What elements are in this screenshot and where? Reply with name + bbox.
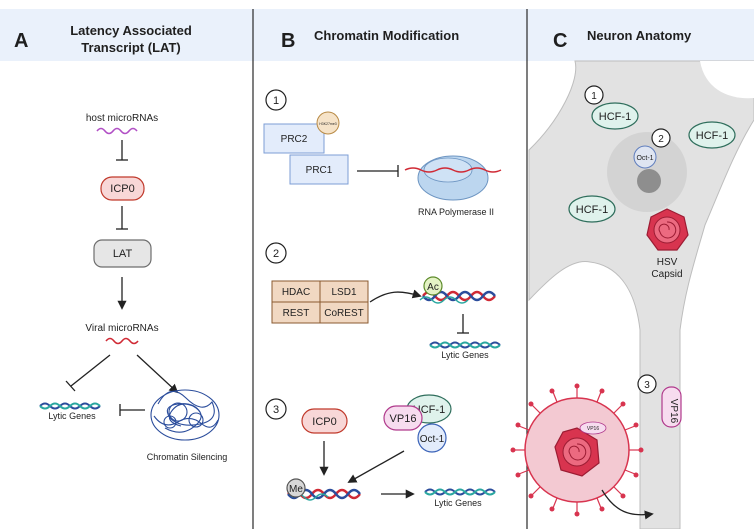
rna-polymerase-label: RNA Polymerase II — [418, 207, 494, 217]
icp0-label: ICP0 — [110, 183, 134, 195]
lytic-genes-label-a: Lytic Genes — [48, 411, 96, 421]
b-step1-label: 1 — [273, 95, 279, 107]
host-microrna-wave — [96, 127, 138, 135]
lytic-genes-label-b3: Lytic Genes — [434, 498, 482, 508]
b-step3-label: 3 — [273, 404, 279, 416]
arrow-virion-entry — [601, 489, 654, 520]
icp0-node — [100, 176, 145, 201]
prc1-box — [289, 154, 349, 185]
oct1-label-b: Oct-1 — [420, 434, 445, 445]
c-step2-label: 2 — [658, 134, 664, 145]
nucleolus — [637, 169, 661, 193]
hcf1-c-2 — [688, 121, 736, 149]
vp16-label-b: VP16 — [390, 413, 417, 425]
hcf1-c-3 — [568, 195, 616, 223]
panel-a-letter: A — [14, 30, 28, 52]
lytic-genes-dna-b2 — [429, 341, 501, 349]
icp0-node-b — [301, 408, 348, 434]
chromatin-tangle — [150, 389, 220, 441]
hsv-label: HSV — [657, 257, 678, 268]
vp16-c — [661, 386, 682, 428]
viral-microrna-wave — [105, 337, 139, 345]
lsd1-label: LSD1 — [331, 287, 356, 298]
lytic-genes-dna-a — [39, 402, 101, 410]
host-microrna-label: host microRNAs — [86, 113, 158, 124]
hdac-label: HDAC — [282, 287, 310, 298]
arrow-viral-silencing — [136, 354, 179, 394]
corest-label: CoREST — [324, 308, 363, 319]
hsv-capsid-icon — [646, 208, 689, 251]
hcf1-c-2-label: HCF-1 — [696, 130, 728, 142]
lat-node — [93, 239, 152, 268]
hcf1-c-1 — [591, 102, 639, 130]
b-step3-badge — [265, 398, 287, 420]
arrow-complex-dna — [369, 289, 422, 303]
inhibit-viral-lytic — [70, 354, 111, 387]
arrow-vp16-dna — [347, 450, 405, 483]
panel-b-letter: B — [281, 30, 295, 52]
b-step2-label: 2 — [273, 248, 279, 260]
icp0-label-b: ICP0 — [312, 416, 336, 428]
b-step1-badge — [265, 89, 287, 111]
capsid-label: Capsid — [651, 269, 682, 280]
vp16-c-label: VP16 — [668, 399, 679, 424]
methyl-tag — [286, 478, 306, 498]
header-band — [0, 9, 754, 61]
h3k27me3-tag — [316, 111, 340, 135]
rna-polymerase-icon — [404, 155, 502, 201]
oct1-c — [633, 145, 657, 169]
c-step3-badge — [637, 374, 657, 394]
oct1-c-label: Oct-1 — [636, 155, 653, 162]
h3k27me3-tag-label: H3K27me3 — [319, 122, 337, 126]
b-step2-badge — [265, 242, 287, 264]
dna-acetylated — [419, 290, 496, 304]
virion-vp16-tag: VP16 — [587, 426, 599, 432]
prc2-label: PRC2 — [281, 134, 308, 145]
hcf1-c-1-label: HCF-1 — [599, 111, 631, 123]
prc1-label: PRC1 — [306, 165, 333, 176]
panel-a-title-line2: Transcript (LAT) — [81, 40, 180, 55]
rest-label: REST — [283, 308, 310, 319]
panel-c-title: Neuron Anatomy — [587, 28, 692, 43]
hcf1-c-3-label: HCF-1 — [576, 204, 608, 216]
vp16-node-b — [383, 405, 423, 431]
c-step3-label: 3 — [644, 380, 650, 391]
chromatin-silencing-label: Chromatin Silencing — [147, 452, 228, 462]
panel-c-letter: C — [553, 30, 567, 52]
prc2-box — [263, 123, 325, 154]
lytic-genes-dna-b3 — [424, 488, 496, 496]
acetyl-tag — [423, 276, 443, 296]
c-step1-label: 1 — [591, 91, 597, 102]
lytic-genes-label-b2: Lytic Genes — [441, 350, 489, 360]
acetyl-tag-label: Ac — [427, 282, 439, 293]
hsv-virion-icon — [510, 383, 644, 517]
panel-b-title: Chromatin Modification — [314, 28, 459, 43]
c-step1-badge — [584, 85, 604, 105]
panel-a-title-line1: Latency Associated — [70, 23, 192, 38]
lat-label: LAT — [113, 248, 133, 260]
oct1-node-b — [417, 423, 447, 453]
methyl-tag-label: Me — [289, 484, 303, 495]
c-step2-badge — [651, 128, 671, 148]
corepressor-complex — [271, 280, 369, 324]
viral-microrna-label: Viral microRNAs — [85, 323, 158, 334]
